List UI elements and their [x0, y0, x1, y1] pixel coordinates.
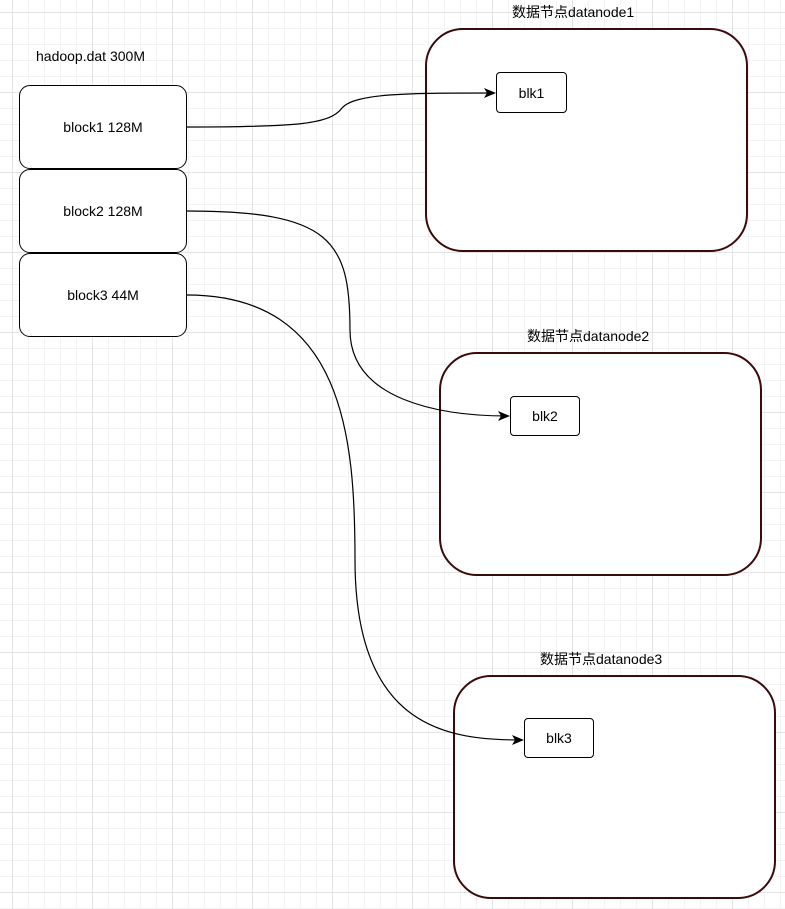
block-1[interactable]: block1 128M — [19, 85, 187, 169]
block-2[interactable]: block2 128M — [19, 169, 187, 253]
datanode-1[interactable] — [425, 28, 748, 252]
blk3-label: blk3 — [546, 730, 572, 746]
datanode-2[interactable] — [439, 352, 762, 576]
arrow-block1-to-blk1 — [186, 88, 496, 128]
block-3-label: block3 44M — [67, 287, 139, 303]
file-title: hadoop.dat 300M — [36, 48, 145, 64]
blk1-label: blk1 — [518, 84, 545, 101]
blk2-box[interactable]: blk2 — [510, 396, 580, 436]
arrow-block2-to-blk2 — [186, 210, 510, 421]
arrow-block3-to-blk3 — [186, 294, 524, 745]
datanode-3[interactable] — [453, 675, 776, 899]
datanode-3-title: 数据节点datanode3 — [540, 651, 663, 667]
datanode-2-title: 数据节点datanode2 — [527, 328, 650, 344]
block-2-label: block2 128M — [63, 203, 143, 219]
blk1-box[interactable]: blk1 — [496, 72, 567, 113]
block-3[interactable]: block3 44M — [19, 253, 187, 337]
blk2-label: blk2 — [532, 408, 558, 424]
datanode-1-title: 数据节点datanode1 — [512, 4, 635, 20]
blk3-box[interactable]: blk3 — [524, 718, 594, 758]
block-1-label: block1 128M — [63, 119, 143, 135]
